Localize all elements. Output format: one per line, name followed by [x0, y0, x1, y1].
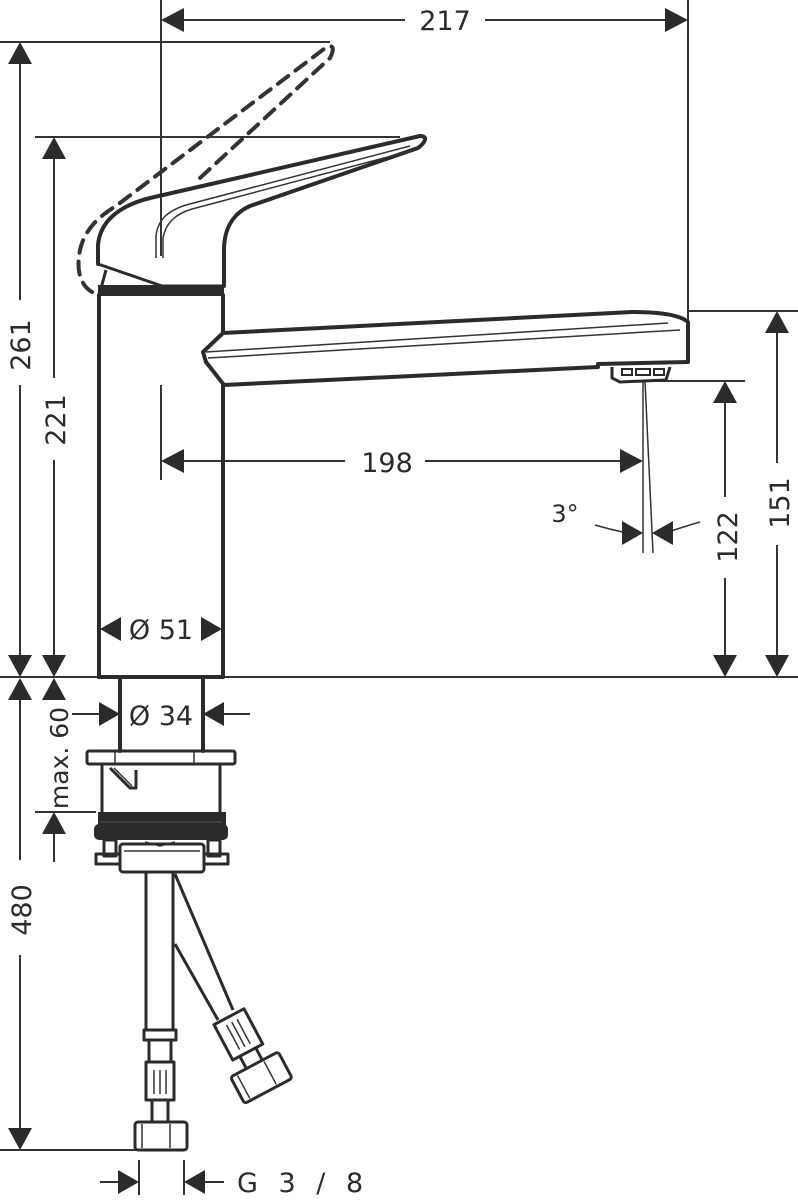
- mounting-assembly: [85, 675, 237, 874]
- dimension-122: 122: [713, 381, 744, 677]
- dim-label-221: 221: [41, 394, 72, 446]
- spout: [201, 310, 690, 387]
- dimension-g38: G 3 / 8: [100, 1168, 369, 1199]
- dimension-198: 198: [161, 448, 643, 479]
- dimension-shank-diameter: Ø 34: [72, 701, 250, 732]
- supply-hose-angled: [173, 873, 293, 1105]
- dim-label-d34: Ø 34: [129, 701, 193, 732]
- dim-label-g38: G 3 / 8: [237, 1168, 369, 1199]
- dim-label-3deg: 3°: [551, 500, 578, 528]
- lever-open-position: [76, 44, 335, 294]
- dimension-max-60: max. 60: [42, 678, 74, 862]
- dim-label-217: 217: [419, 6, 471, 37]
- lever-closed: [96, 134, 427, 296]
- dim-label-d51: Ø 51: [129, 615, 193, 646]
- dimension-217: 217: [161, 6, 688, 37]
- dim-label-151: 151: [765, 477, 796, 529]
- dim-label-max60: max. 60: [45, 707, 74, 809]
- dimension-480: 480: [7, 678, 38, 1150]
- supply-hose-straight: [133, 872, 189, 1152]
- dimension-151: 151: [765, 311, 796, 677]
- dim-label-261: 261: [6, 319, 37, 371]
- dim-label-198: 198: [361, 448, 413, 479]
- dimension-spray-angle: 3°: [551, 380, 701, 554]
- dimension-261: 261: [6, 42, 37, 677]
- dim-label-122: 122: [713, 511, 744, 563]
- dimension-221: 221: [41, 137, 72, 677]
- dim-label-480: 480: [7, 884, 38, 936]
- dimension-body-diameter: Ø 51: [100, 615, 222, 646]
